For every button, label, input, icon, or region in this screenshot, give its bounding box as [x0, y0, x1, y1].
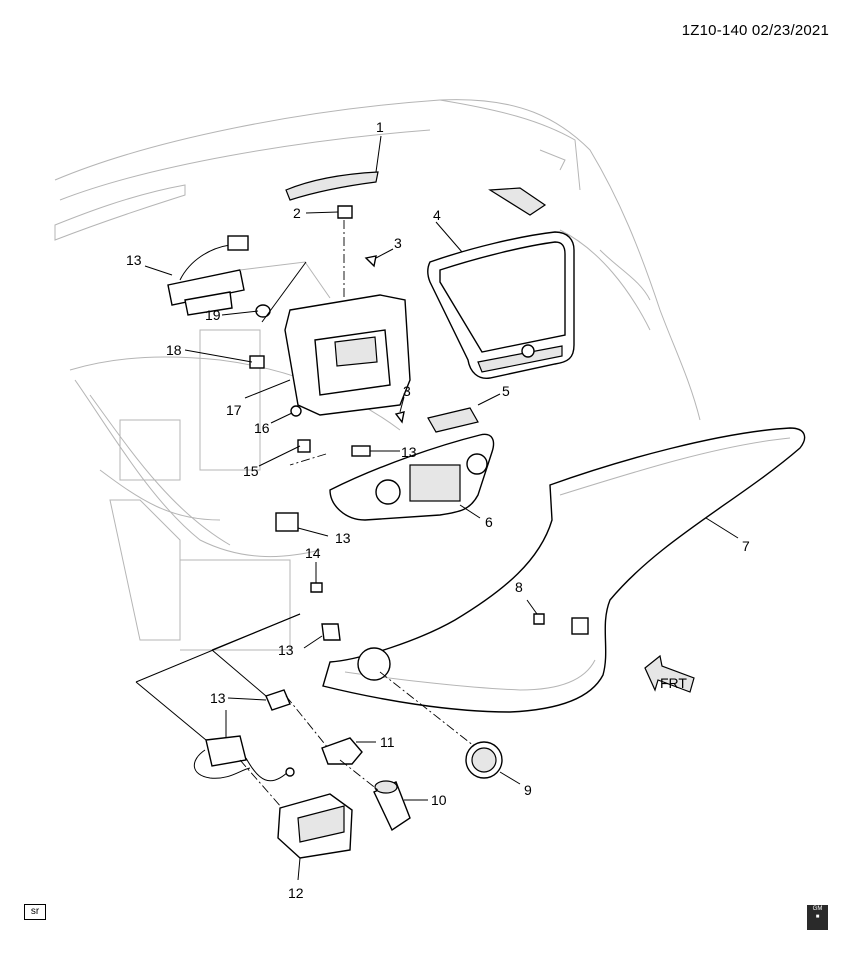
callout-14: 14 [305, 545, 321, 561]
part-2-clip[interactable] [337, 205, 353, 219]
part-17-bezel-frame[interactable] [284, 294, 411, 416]
sr-tag: sr [24, 904, 46, 920]
front-direction-arrow: FRT [644, 654, 695, 693]
callout-16: 16 [254, 420, 270, 436]
install-lines [135, 220, 475, 809]
part-9-knob[interactable] [465, 741, 503, 779]
part-15-connector[interactable] [297, 439, 311, 453]
part-13-clip-b[interactable] [265, 689, 291, 711]
callout-3-upper: 3 [394, 235, 402, 251]
part-7-console-side-panel[interactable] [322, 427, 806, 713]
part-18-connector[interactable] [249, 355, 265, 369]
callout-labels: 1 2 3 4 13 19 18 17 3 5 16 15 13 13 6 7 … [126, 119, 750, 901]
part-13-harness-lower[interactable] [193, 735, 295, 782]
part-5-hazard-switch[interactable] [427, 407, 479, 433]
part-11-bezel[interactable] [321, 737, 363, 765]
part-14-clip[interactable] [310, 582, 323, 593]
callout-13-upper: 13 [126, 252, 142, 268]
callout-13-mid: 13 [401, 444, 417, 460]
callout-8: 8 [515, 579, 523, 595]
part-6-climate-control-panel[interactable] [329, 433, 495, 521]
callout-11: 11 [380, 734, 395, 750]
callout-18: 18 [166, 342, 182, 358]
callout-3-lower: 3 [403, 383, 411, 399]
dashboard-outline [54, 99, 701, 651]
vent-icon [488, 187, 547, 216]
part-7-mount [571, 617, 589, 635]
callout-13-clip-b: 13 [210, 690, 226, 706]
callout-6: 6 [485, 514, 493, 530]
panel-opening [357, 647, 391, 681]
part-8-clip[interactable] [533, 613, 545, 625]
callout-2: 2 [293, 205, 301, 221]
callout-9: 9 [524, 782, 532, 798]
part-3-screw-lower[interactable] [394, 411, 405, 424]
part-13-harness-upper[interactable] [167, 235, 249, 316]
part-1-trim-cover[interactable] [285, 171, 379, 201]
part-4-display-screen[interactable] [427, 231, 575, 379]
part-10-power-socket[interactable] [373, 780, 411, 832]
gm-logo-icon: GM■ [807, 905, 828, 930]
callout-15: 15 [243, 463, 259, 479]
part-16-fastener[interactable] [290, 405, 302, 417]
frt-label: FRT [660, 675, 687, 691]
part-13-connector-mid[interactable] [351, 445, 371, 457]
leader-lines [144, 135, 739, 881]
callout-1: 1 [376, 119, 384, 135]
callout-12: 12 [288, 885, 304, 901]
callout-7: 7 [742, 538, 750, 554]
gm-logo-text: GM [812, 906, 823, 912]
callout-17: 17 [226, 402, 242, 418]
diagram-code: 1Z10-140 02/23/2021 [681, 22, 829, 39]
part-13-clip-a[interactable] [321, 623, 341, 641]
callout-13-clip-a: 13 [278, 642, 294, 658]
part-19-grommet[interactable] [255, 304, 271, 318]
part-12-usb-module[interactable] [277, 793, 353, 859]
callout-4: 4 [433, 207, 441, 223]
part-13-connector-lower[interactable] [275, 512, 299, 532]
callout-10: 10 [431, 792, 447, 808]
callout-19: 19 [205, 307, 221, 323]
callout-5: 5 [502, 383, 510, 399]
part-3-screw-upper[interactable] [364, 255, 377, 268]
callout-13-lower-left: 13 [335, 530, 351, 546]
